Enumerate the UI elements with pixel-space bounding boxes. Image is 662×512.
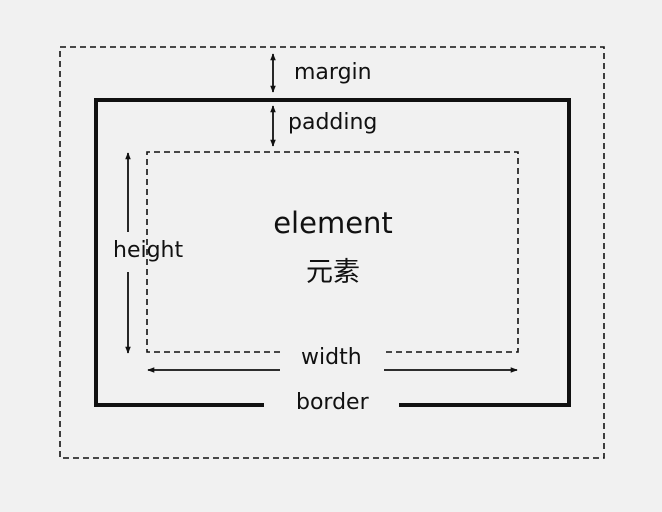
element-label: element xyxy=(273,206,393,240)
margin-box xyxy=(59,46,605,459)
margin-label: margin xyxy=(294,60,372,85)
height-label: height xyxy=(113,238,184,263)
content-box xyxy=(146,151,519,353)
border-label: border xyxy=(296,390,369,415)
width-label: width xyxy=(301,345,362,370)
padding-label: padding xyxy=(288,110,378,135)
border-box xyxy=(94,98,571,407)
element-label-cn: 元素 xyxy=(306,257,360,288)
